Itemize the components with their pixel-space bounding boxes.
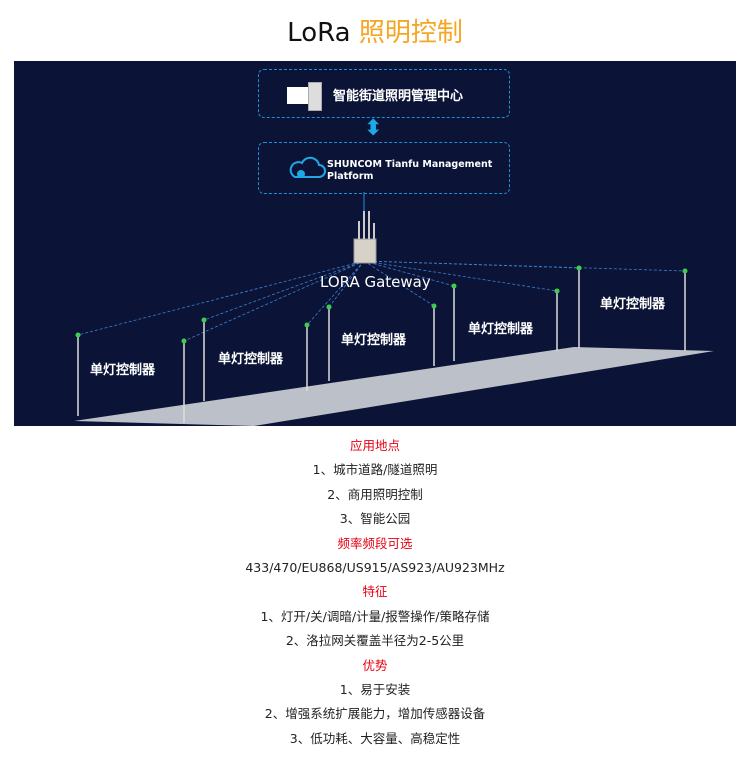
network-lines — [74, 192, 714, 426]
bidirectional-arrow-icon: ⬍ — [364, 116, 383, 141]
lamp-heads — [75, 265, 688, 344]
list-item: 1、灯开/关/调暗/计量/报警操作/策略存储 — [260, 608, 490, 624]
list-item: 1、城市道路/隧道照明 — [312, 462, 438, 478]
list-item: 2、洛拉网关覆盖半径为2-5公里 — [285, 633, 465, 649]
management-center-box: 智能街道照明管理中心 — [258, 69, 510, 118]
page-title: LoRa 照明控制 — [287, 18, 463, 48]
radio-links — [77, 260, 686, 342]
section-heading: 应用地点 — [349, 438, 400, 453]
controller-label: 单灯控制器 — [90, 363, 156, 378]
computer-icon — [287, 87, 313, 104]
road — [74, 347, 714, 426]
gateway-label: LORA Gateway — [320, 273, 431, 291]
controller-label: 单灯控制器 — [341, 333, 407, 348]
list-item: 2、商用照明控制 — [327, 486, 423, 502]
list-item: 433/470/EU868/US915/AS923/AU923MHz — [245, 559, 505, 575]
cloud-icon — [289, 156, 326, 178]
list-item: 1、易于安装 — [339, 681, 411, 697]
controller-label: 单灯控制器 — [218, 352, 284, 367]
list-item: 2、增强系统扩展能力，增加传感器设备 — [264, 706, 486, 722]
section-heading: 特征 — [362, 584, 388, 600]
list-item: 3、低功耗、大容量、高稳定性 — [289, 730, 461, 746]
server-icon — [308, 82, 322, 111]
controller-label: 单灯控制器 — [468, 322, 534, 337]
info-section: 应用地点 1、城市道路/隧道照明 2、商用照明控制 3、智能公园 频率频段可选 … — [0, 436, 750, 753]
light-poles — [77, 268, 686, 423]
gateway-device — [353, 211, 377, 264]
list-item: 3、智能公园 — [339, 511, 411, 527]
section-heading: 频率频段可选 — [337, 535, 413, 551]
controller-label: 单灯控制器 — [600, 297, 666, 312]
section-heading: 优势 — [362, 657, 388, 673]
